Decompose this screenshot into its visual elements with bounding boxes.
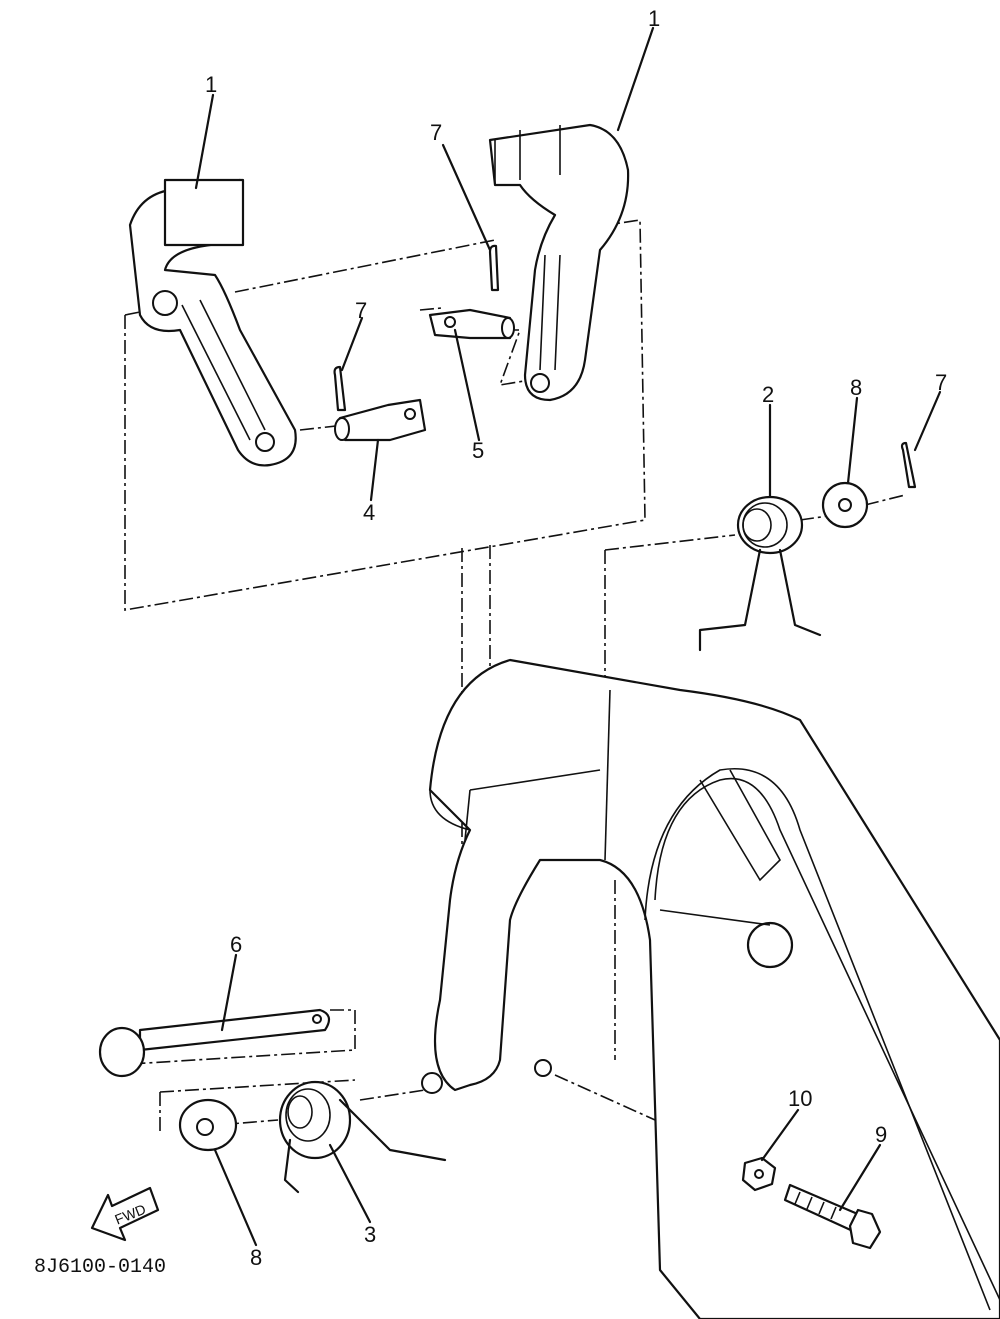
cotter-pin-7c xyxy=(900,441,917,489)
clevis-pin-4 xyxy=(334,398,427,442)
pedal-bracket xyxy=(421,658,1000,1319)
callout-2: 2 xyxy=(762,382,774,407)
bolt-9 xyxy=(783,1183,882,1250)
callout-4: 4 xyxy=(363,500,375,525)
pivot-pin-6 xyxy=(98,1008,331,1078)
washer-8-lower xyxy=(178,1098,238,1152)
callout-7-top: 7 xyxy=(430,120,442,145)
washer-8-upper xyxy=(821,481,869,529)
callout-8-upper: 8 xyxy=(850,375,862,400)
pedal-arm-right xyxy=(488,123,630,402)
torsion-spring-2 xyxy=(698,495,822,652)
callout-8-lower: 8 xyxy=(250,1245,262,1270)
nut-10 xyxy=(741,1156,777,1192)
pedal-arm-left xyxy=(128,178,297,467)
cotter-pin-7a xyxy=(333,365,347,412)
callout-7-left: 7 xyxy=(355,298,367,323)
callout-6: 6 xyxy=(230,932,242,957)
callout-1-right: 1 xyxy=(648,6,660,31)
callout-1-left: 1 xyxy=(205,72,217,97)
cotter-pin-7b xyxy=(488,244,500,292)
clevis-pin-5 xyxy=(428,308,515,340)
callout-9: 9 xyxy=(875,1122,887,1147)
callout-7-right: 7 xyxy=(935,370,947,395)
callout-5: 5 xyxy=(472,438,484,463)
callout-leaders xyxy=(194,26,942,1247)
callout-numbers: 1 1 7 7 7 2 8 4 5 6 3 8 10 9 xyxy=(205,6,947,1270)
callout-3: 3 xyxy=(364,1222,376,1247)
drawing-code: 8J6100-0140 xyxy=(34,1256,166,1279)
torsion-spring-3 xyxy=(278,1080,447,1194)
forward-arrow-icon: FWD xyxy=(90,1186,160,1242)
callout-10: 10 xyxy=(788,1086,812,1111)
